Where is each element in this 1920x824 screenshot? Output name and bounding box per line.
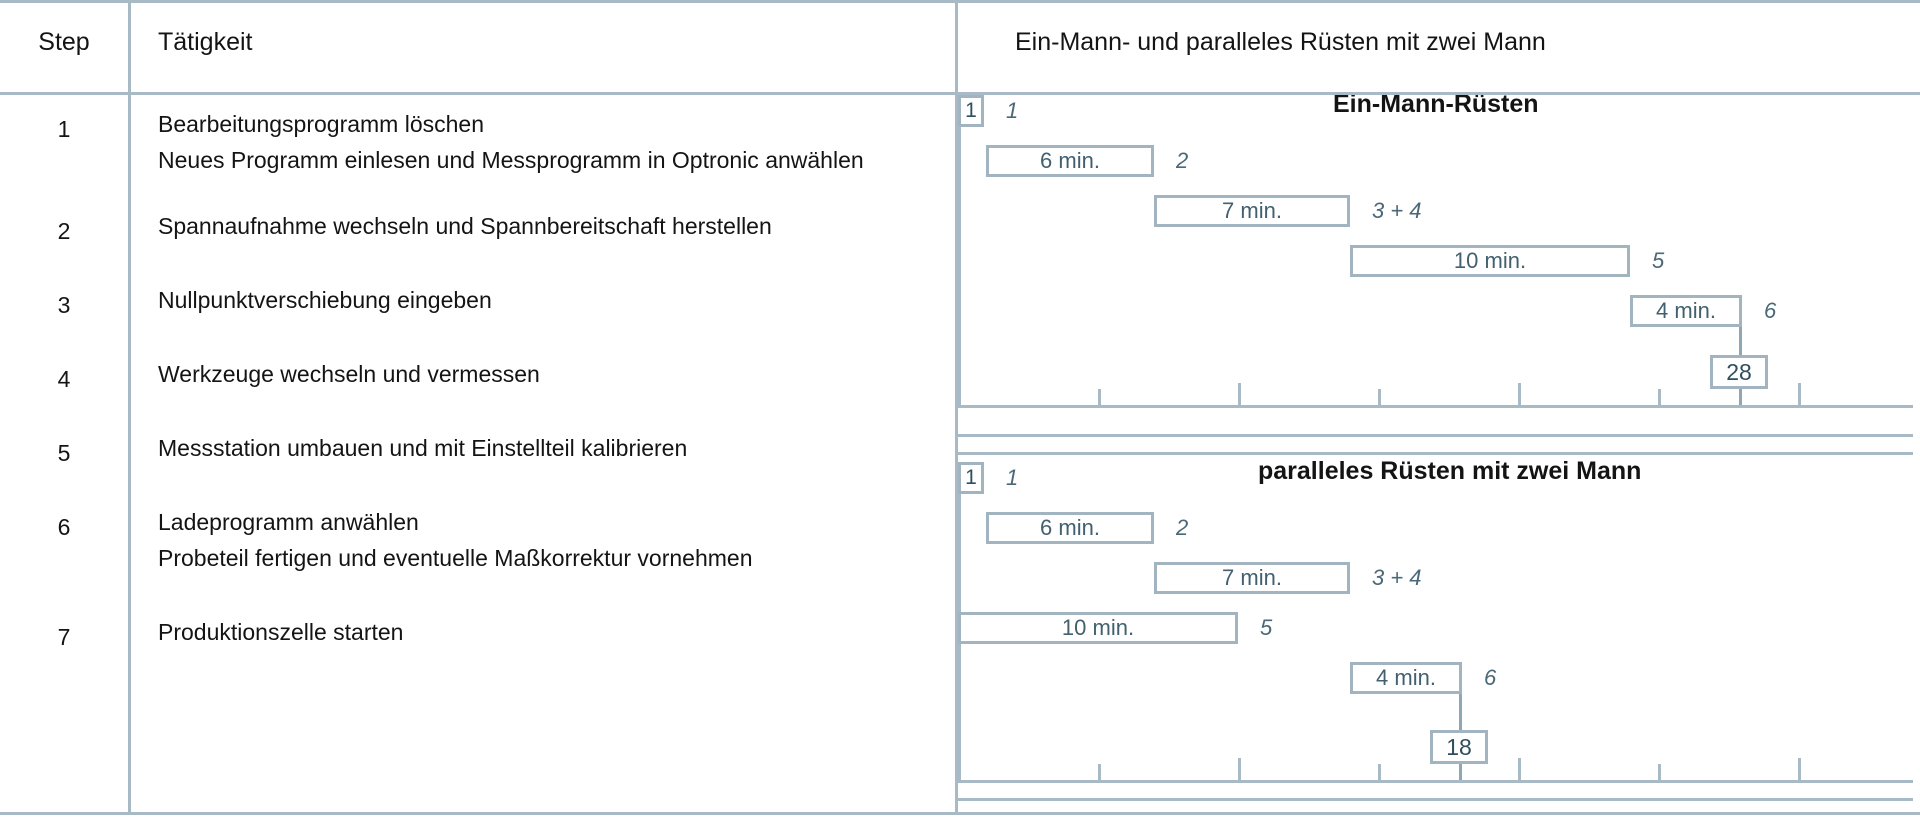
task-line: Bearbeitungsprogramm löschen xyxy=(158,111,485,137)
task-line: Messstation umbauen und mit Einstellteil… xyxy=(158,435,688,461)
table-top-border xyxy=(0,0,1920,3)
gantt-x-axis xyxy=(958,405,1913,408)
gantt-bar: 1 xyxy=(958,462,984,494)
gantt-bar: 4 min. xyxy=(1350,662,1462,694)
task-line: Produktionszelle starten xyxy=(158,619,404,645)
gantt-bar: 4 min. xyxy=(1630,295,1742,327)
gantt-axis-tick xyxy=(1238,758,1241,780)
gantt-bar: 7 min. xyxy=(1154,195,1350,227)
step-number: 1 xyxy=(57,116,71,142)
step-number: 4 xyxy=(57,366,71,392)
gantt-bar-step-label: 1 xyxy=(1006,98,1019,123)
step-number: 2 xyxy=(57,218,71,244)
chart-panel-separator xyxy=(958,798,1913,801)
chart-panel-separator xyxy=(958,780,1913,783)
header-taetigkeit: Tätigkeit xyxy=(158,28,253,56)
step-column-divider xyxy=(128,0,131,812)
task-line: Neues Programm einlesen und Messprogramm… xyxy=(158,147,864,173)
task-line: Werkzeuge wechseln und vermessen xyxy=(158,361,540,387)
chart-panel-separator xyxy=(958,434,1913,437)
task-line: Spannaufnahme wechseln und Spannbereitsc… xyxy=(158,213,772,239)
task-description: Messstation umbauen und mit Einstellteil… xyxy=(158,430,687,466)
gantt-bar: 6 min. xyxy=(986,145,1154,177)
gantt-bar-step-label: 3 + 4 xyxy=(1372,565,1422,590)
chart-panel-separator xyxy=(958,92,1913,95)
gantt-bar: 10 min. xyxy=(958,612,1238,644)
gantt-bar-step-label: 5 xyxy=(1260,615,1273,640)
gantt-axis-tick xyxy=(1798,758,1801,780)
task-line: Probeteil fertigen und eventuelle Maßkor… xyxy=(158,545,753,571)
gantt-axis-tick xyxy=(1798,383,1801,405)
gantt-axis-tick xyxy=(1658,389,1661,405)
gantt-bar: 10 min. xyxy=(1350,245,1630,277)
gantt-bar: 1 xyxy=(958,95,984,127)
gantt-axis-tick xyxy=(1098,389,1101,405)
gantt-axis-tick xyxy=(1378,764,1381,780)
step-number: 3 xyxy=(57,292,71,318)
chart-panel-separator xyxy=(958,452,1913,455)
gantt-axis-tick xyxy=(1518,383,1521,405)
gantt-bar: 7 min. xyxy=(1154,562,1350,594)
gantt-total-box: 18 xyxy=(1430,730,1488,764)
table-bottom-border xyxy=(0,812,1920,815)
chart-panel-divider xyxy=(955,0,958,812)
gantt-bar-step-label: 3 + 4 xyxy=(1372,198,1422,223)
gantt-bar-step-label: 2 xyxy=(1176,148,1189,173)
gantt-bar-step-label: 6 xyxy=(1764,298,1777,323)
task-description: Werkzeuge wechseln und vermessen xyxy=(158,356,540,392)
gantt-bar-step-label: 1 xyxy=(1006,465,1019,490)
gantt-axis-tick xyxy=(1518,758,1521,780)
gantt-bar-step-label: 5 xyxy=(1652,248,1665,273)
step-number: 6 xyxy=(57,514,71,540)
task-description: Produktionszelle starten xyxy=(158,614,403,650)
task-line: Ladeprogramm anwählen xyxy=(158,509,419,535)
gantt-title: paralleles Rüsten mit zwei Mann xyxy=(1258,457,1642,485)
task-description: Spannaufnahme wechseln und Spannbereitsc… xyxy=(158,208,772,244)
gantt-bar-step-label: 6 xyxy=(1484,665,1497,690)
step-number: 5 xyxy=(57,440,71,466)
gantt-bar-step-label: 2 xyxy=(1176,515,1189,540)
gantt-axis-tick xyxy=(1378,389,1381,405)
header-chart-panel: Ein-Mann- und paralleles Rüsten mit zwei… xyxy=(1015,28,1546,56)
gantt-bar: 6 min. xyxy=(986,512,1154,544)
gantt-axis-tick xyxy=(1658,764,1661,780)
task-line: Nullpunktverschiebung eingeben xyxy=(158,287,492,313)
gantt-total-box: 28 xyxy=(1710,355,1768,389)
header-step: Step xyxy=(38,28,90,56)
gantt-axis-tick xyxy=(1238,383,1241,405)
gantt-axis-tick xyxy=(1098,764,1101,780)
step-number: 7 xyxy=(57,624,71,650)
gantt-y-axis xyxy=(958,95,961,405)
task-description: Nullpunktverschiebung eingeben xyxy=(158,282,492,318)
